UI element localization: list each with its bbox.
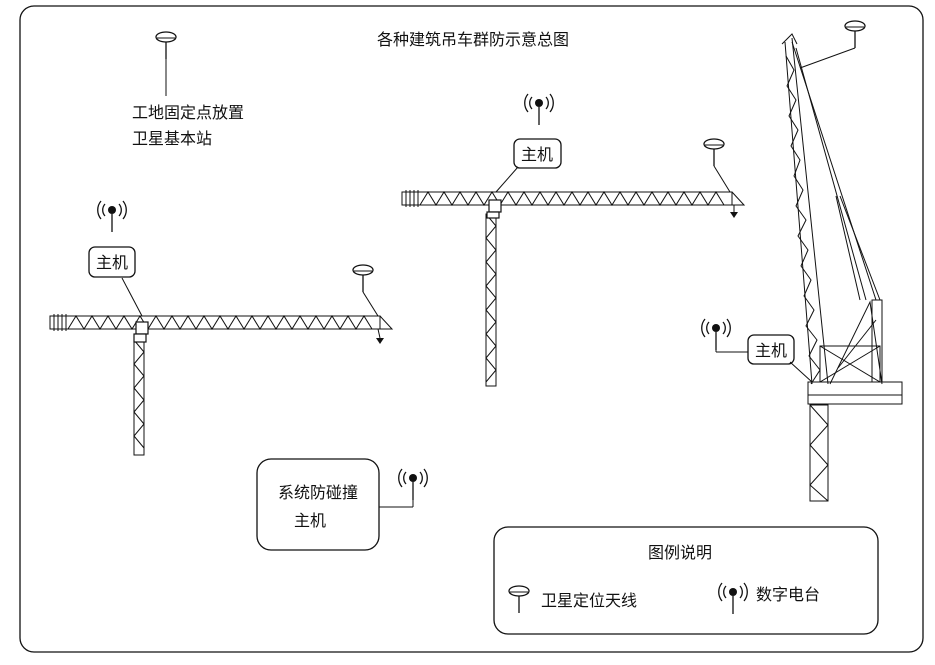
system-host-label-line2: 主机	[294, 511, 326, 530]
legend-box	[493, 526, 879, 635]
legend-gps-antenna-icon	[508, 585, 530, 614]
legend-gps-label: 卫星定位天线	[541, 591, 637, 610]
right-crane-radio-icon	[701, 318, 748, 353]
left-tower-crane	[49, 264, 394, 456]
middle-crane-host-label: 主机	[521, 145, 553, 164]
middle-tower-crane	[401, 138, 746, 387]
diagram-title: 各种建筑吊车群防示意总图	[377, 30, 569, 49]
right-crane-host-box	[747, 334, 795, 365]
legend-radio-icon	[718, 582, 748, 615]
system-host-box	[256, 458, 380, 551]
left-crane-host-box	[88, 246, 136, 278]
legend-radio-label: 数字电台	[756, 585, 820, 604]
left-crane-host-label: 主机	[96, 253, 128, 272]
middle-crane-radio-icon	[524, 93, 554, 126]
right-crane-host-label: 主机	[755, 341, 787, 360]
base-station-label-line2: 卫星基本站	[132, 129, 212, 148]
base-station-label-line1: 工地固定点放置	[132, 103, 244, 122]
left-crane-radio-icon	[97, 200, 127, 233]
right-luffing-crane	[781, 20, 903, 502]
system-host-radio-icon	[379, 468, 428, 508]
middle-crane-host-box	[513, 138, 562, 169]
outer-frame	[19, 5, 924, 653]
legend-title: 图例说明	[648, 543, 712, 562]
base-station-gps-icon	[155, 31, 177, 96]
system-host-label-line1: 系统防碰撞	[278, 483, 358, 502]
